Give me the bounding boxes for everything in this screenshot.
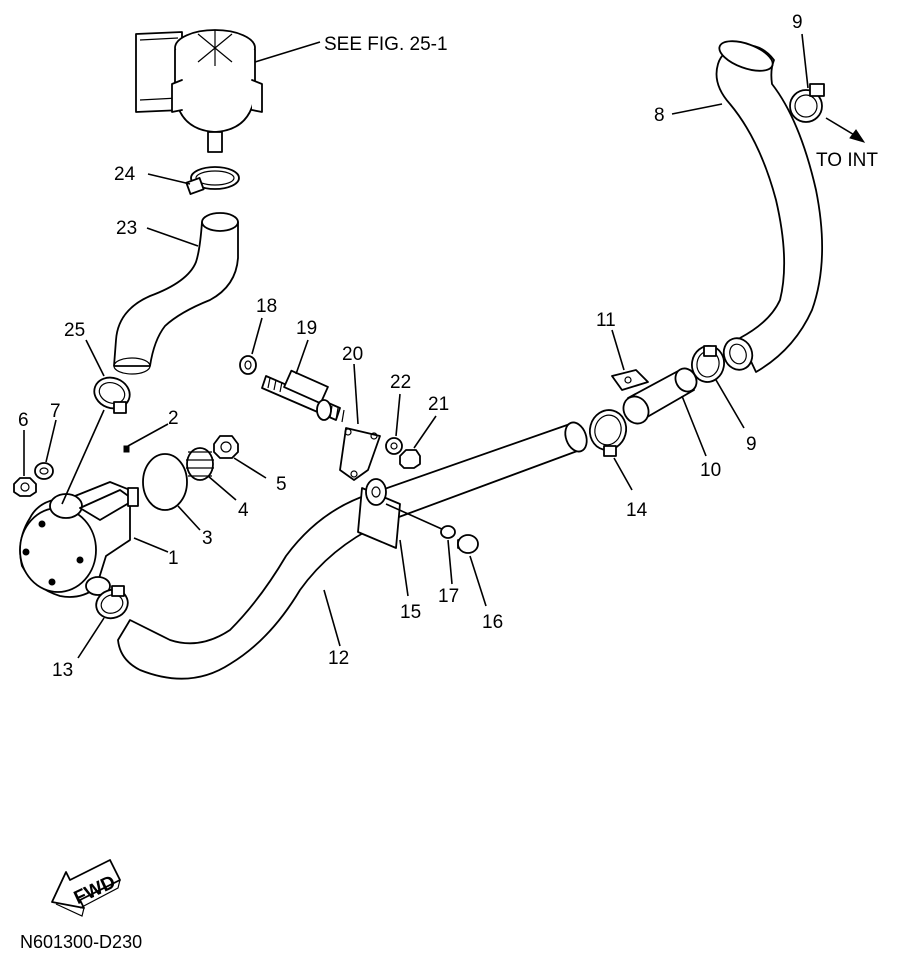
callout-12: 12 xyxy=(328,648,349,669)
callout-11: 11 xyxy=(596,310,616,331)
o-ring-3 xyxy=(142,453,201,531)
callout-20: 20 xyxy=(342,344,363,365)
callout-19: 19 xyxy=(296,318,317,339)
callout-16: 16 xyxy=(482,612,503,633)
hose-23 xyxy=(113,212,239,375)
bolt-19 xyxy=(261,339,345,423)
hose-clamp-9-upper xyxy=(789,33,825,123)
washer-17 xyxy=(440,525,456,585)
callout-8: 8 xyxy=(654,105,665,126)
callout-23: 23 xyxy=(116,218,137,239)
drawing-code: N601300-D230 xyxy=(20,932,142,952)
bracket-15 xyxy=(357,478,445,597)
callout-13: 13 xyxy=(52,660,73,681)
hose-clamp-13 xyxy=(77,585,129,659)
callout-24: 24 xyxy=(114,164,136,185)
pin-2 xyxy=(123,423,169,453)
callout-2: 2 xyxy=(168,408,179,429)
gear-4 xyxy=(186,447,237,501)
to-int-note: TO INT xyxy=(816,150,878,171)
hose-8 xyxy=(671,40,824,373)
hose-12 xyxy=(117,421,588,680)
water-strainer xyxy=(135,29,321,153)
callout-21: 21 xyxy=(428,394,449,415)
callout-4: 4 xyxy=(238,500,249,521)
hose-clamp-24 xyxy=(147,166,240,195)
callout-10: 10 xyxy=(700,460,721,481)
callout-6: 6 xyxy=(18,410,29,431)
water-pump-1 xyxy=(19,409,169,598)
nut-21 xyxy=(399,415,437,469)
callout-9-lower: 9 xyxy=(746,434,757,455)
fwd-arrow-icon xyxy=(51,859,121,917)
bolt-16 xyxy=(457,534,487,607)
callout-9-upper: 9 xyxy=(792,12,803,33)
nut-6 xyxy=(13,430,37,497)
callout-22: 22 xyxy=(390,372,411,393)
bracket-20 xyxy=(339,363,381,481)
callout-18: 18 xyxy=(256,296,277,317)
fitting-10 xyxy=(622,367,707,457)
hose-clamp-25 xyxy=(85,339,131,414)
hose-clamp-9-lower xyxy=(691,345,745,429)
callout-25: 25 xyxy=(64,320,85,341)
nut-5 xyxy=(213,435,267,479)
callout-7: 7 xyxy=(50,401,61,422)
callout-17: 17 xyxy=(438,586,459,607)
washer-22 xyxy=(385,393,403,455)
washer-18 xyxy=(239,317,263,375)
washer-7 xyxy=(34,419,57,480)
see-fig-note: SEE FIG. 25-1 xyxy=(324,34,448,55)
callout-5: 5 xyxy=(276,474,287,495)
hose-clamp-14 xyxy=(588,409,633,491)
callout-3: 3 xyxy=(202,528,213,549)
to-int-arrow xyxy=(825,117,866,143)
callout-1: 1 xyxy=(168,548,179,569)
callout-15: 15 xyxy=(400,602,421,623)
bracket-11 xyxy=(611,329,649,391)
callout-14: 14 xyxy=(626,500,648,521)
